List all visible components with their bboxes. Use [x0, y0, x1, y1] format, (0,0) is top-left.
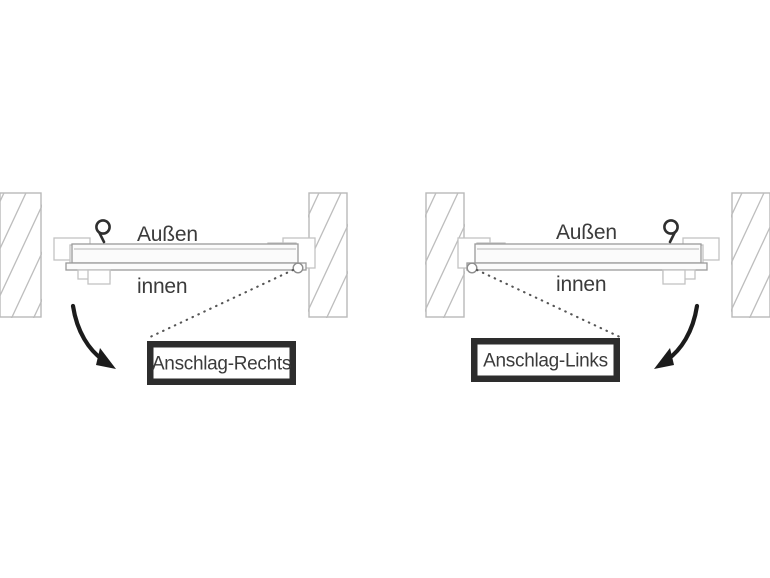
- swing-direction-arrow-icon: [654, 303, 700, 369]
- door-handle-icon: [95, 219, 111, 244]
- leader-dotted-line: [146, 268, 295, 340]
- inside-label-left: innen: [137, 275, 187, 298]
- door-leaf: [65, 243, 307, 271]
- hinge-pin-icon: [466, 262, 478, 274]
- label-box-text-right: Anschlag-Links: [483, 351, 608, 372]
- wall-right-inner: [425, 192, 465, 318]
- door-sill-detail: [77, 269, 111, 285]
- diagram-anschlag-links: Außen innen Anschlag-Links: [425, 192, 770, 382]
- label-box-text-left: Anschlag-Rechts: [152, 354, 291, 375]
- outside-label-right: Außen: [556, 221, 617, 244]
- wall-hatch-pattern: [0, 193, 42, 318]
- wall-hatch-pattern: [731, 193, 770, 318]
- outside-label-left: Außen: [137, 223, 198, 246]
- label-box-anschlag-links[interactable]: Anschlag-Links: [471, 338, 620, 382]
- hinge-pin-icon: [292, 262, 304, 274]
- wall-hatch-pattern: [425, 193, 465, 318]
- door-leaf: [466, 243, 708, 271]
- wall-right-outer: [731, 192, 770, 318]
- diagram-anschlag-rechts: Außen innen Anschlag-Rechts: [0, 192, 348, 385]
- swing-direction-arrow-icon: [70, 303, 116, 369]
- wall-left-outer: [0, 192, 42, 318]
- door-sill-detail: [662, 269, 696, 285]
- door-handle-icon: [663, 219, 679, 244]
- leader-dotted-line: [475, 268, 624, 340]
- label-box-anschlag-rechts[interactable]: Anschlag-Rechts: [147, 341, 296, 385]
- inside-label-right: innen: [556, 273, 606, 296]
